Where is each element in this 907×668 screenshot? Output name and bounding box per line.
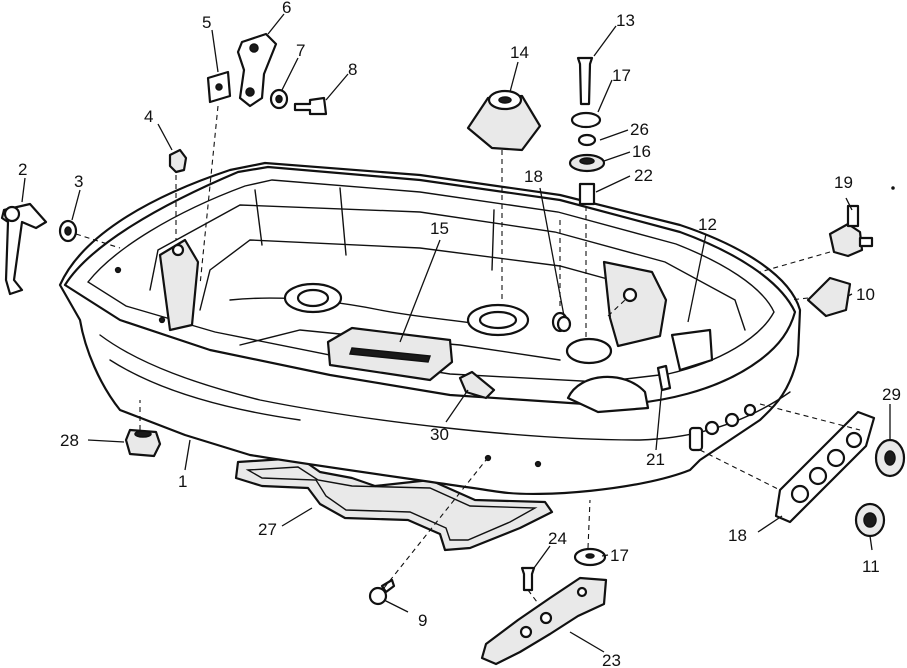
washer-part-17-top bbox=[570, 111, 602, 129]
pin-part-21 bbox=[656, 364, 672, 392]
plug-part-9 bbox=[368, 578, 396, 606]
callout-30: 30 bbox=[430, 425, 449, 444]
callout-12: 12 bbox=[698, 215, 717, 234]
bolt-part-13 bbox=[576, 56, 594, 106]
fitting-part-4 bbox=[168, 148, 188, 174]
callout-18-plate: 18 bbox=[728, 526, 747, 545]
callout-26: 26 bbox=[630, 120, 649, 139]
callout-17-bottom: 17 bbox=[610, 546, 629, 565]
callout-13: 13 bbox=[616, 11, 635, 30]
sleeve-part-22 bbox=[578, 182, 596, 206]
lever-part-2 bbox=[0, 202, 48, 296]
callout-9: 9 bbox=[418, 611, 427, 630]
callout-18-inner: 18 bbox=[524, 167, 543, 186]
callout-3: 3 bbox=[74, 172, 83, 191]
grommet-part-10 bbox=[806, 276, 852, 318]
callout-24: 24 bbox=[548, 529, 567, 548]
lower-seal-part-27 bbox=[234, 456, 554, 552]
callout-5: 5 bbox=[202, 13, 211, 32]
plate-part-18 bbox=[774, 410, 876, 524]
callout-17-top: 17 bbox=[612, 66, 631, 85]
washer-part-17-bottom bbox=[573, 547, 607, 567]
grommet-part-16 bbox=[568, 153, 606, 173]
callout-labels: 1 2 3 4 5 6 7 8 9 10 11 12 13 14 15 16 1… bbox=[18, 0, 901, 668]
callout-4: 4 bbox=[144, 107, 153, 126]
grommet-part-28 bbox=[124, 428, 162, 458]
callout-23: 23 bbox=[602, 651, 621, 668]
callout-10: 10 bbox=[856, 285, 875, 304]
lower-cowl-part-1 bbox=[58, 161, 802, 496]
bolt-part-24 bbox=[520, 566, 536, 592]
rubber-boot-part-14 bbox=[466, 89, 542, 152]
callout-19: 19 bbox=[834, 173, 853, 192]
callout-11: 11 bbox=[862, 557, 880, 576]
callout-27: 27 bbox=[258, 520, 277, 539]
callout-15: 15 bbox=[430, 219, 449, 238]
callout-22: 22 bbox=[634, 166, 653, 185]
washer-part-7 bbox=[269, 88, 289, 110]
callout-7: 7 bbox=[296, 41, 305, 60]
clip-part-30 bbox=[458, 370, 496, 400]
callout-2: 2 bbox=[18, 160, 27, 179]
vent-screen-part-15 bbox=[326, 326, 454, 382]
bracket-part-23 bbox=[480, 576, 608, 666]
grommet-part-11 bbox=[854, 502, 886, 538]
leader-lines bbox=[21, 13, 891, 653]
page-mark bbox=[891, 186, 895, 190]
valve-part-19 bbox=[828, 204, 874, 258]
callout-21: 21 bbox=[646, 450, 665, 469]
callout-28: 28 bbox=[60, 431, 79, 450]
spacer-part-26 bbox=[577, 133, 597, 147]
bolt-part-8 bbox=[293, 96, 328, 116]
washer-part-3 bbox=[58, 219, 78, 243]
callout-14: 14 bbox=[510, 43, 529, 62]
callout-6: 6 bbox=[282, 0, 291, 17]
callout-16: 16 bbox=[632, 142, 651, 161]
link-part-6 bbox=[236, 32, 278, 108]
callout-1: 1 bbox=[178, 472, 187, 491]
callout-8: 8 bbox=[348, 60, 357, 79]
grommet-part-29 bbox=[874, 438, 906, 478]
assembly-lines bbox=[75, 105, 861, 607]
callout-29: 29 bbox=[882, 385, 901, 404]
washer-part-18-inner bbox=[556, 315, 572, 333]
washer-part-5 bbox=[206, 70, 232, 104]
